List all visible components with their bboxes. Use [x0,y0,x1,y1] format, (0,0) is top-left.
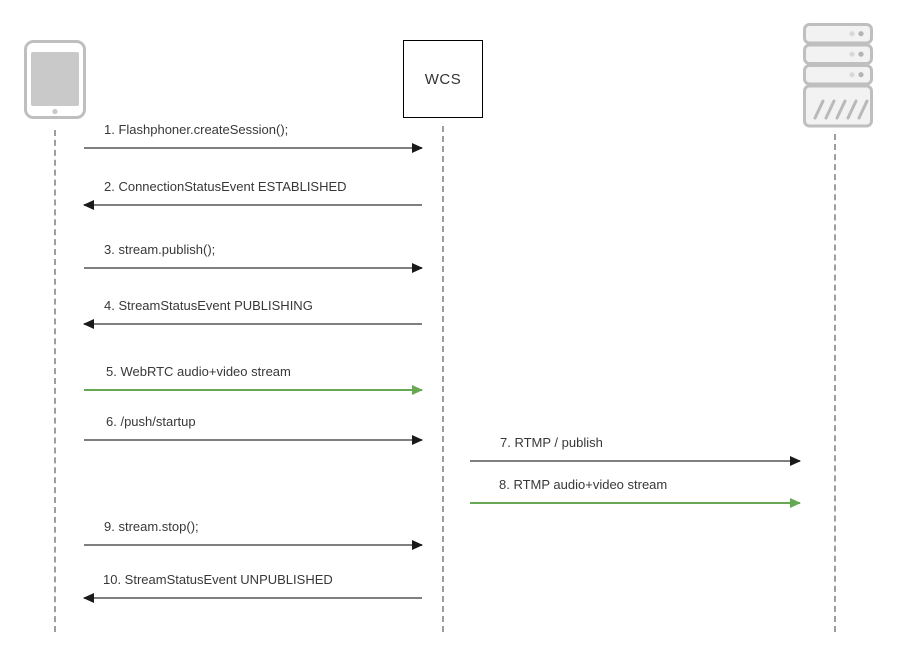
message-5-label: 5. WebRTC audio+video stream [106,364,291,379]
wcs-actor-label: WCS [424,70,462,88]
message-1-label: 1. Flashphoner.createSession(); [104,122,289,137]
message-1-arrow [84,143,423,153]
wcs-actor-box: WCS [403,40,483,118]
message-4-label: 4. StreamStatusEvent PUBLISHING [104,298,313,313]
message-3-arrow [84,263,423,273]
message-8-arrow [470,498,801,508]
tablet-icon [24,40,86,119]
message-3-label: 3. stream.publish(); [104,242,216,257]
message-2-label: 2. ConnectionStatusEvent ESTABLISHED [104,179,347,194]
message-5-arrow [84,385,423,395]
message-6-label: 6. /push/startup [106,414,196,429]
message-6-arrow [84,435,423,445]
message-4-arrow [83,319,422,329]
server-lifeline [834,134,836,632]
message-10-arrow [83,593,422,603]
message-8-label: 8. RTMP audio+video stream [499,477,668,492]
message-10-label: 10. StreamStatusEvent UNPUBLISHED [103,572,333,587]
message-9-arrow [84,540,423,550]
message-2-arrow [83,200,422,210]
message-9-label: 9. stream.stop(); [104,519,199,534]
wcs-lifeline [442,126,444,632]
message-7-arrow [470,456,801,466]
server-icon [803,23,873,128]
client-lifeline [54,130,56,632]
message-7-label: 7. RTMP / publish [500,435,603,450]
